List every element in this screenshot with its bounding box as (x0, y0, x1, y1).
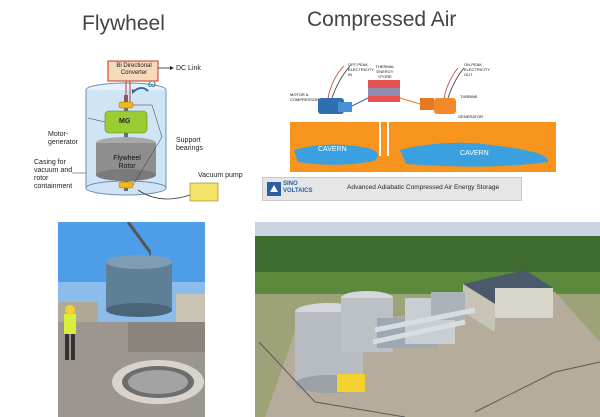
turbine-label: TURBINE (460, 94, 478, 99)
generator-label: GENERATOR (458, 114, 483, 119)
logo-line1: SINO (283, 181, 298, 187)
caes-diagram-graphic (290, 65, 556, 172)
off-peak-label: OFF-PEAK ELECTRICITY IN (348, 62, 374, 77)
flywheel-rotor-label: Flywheel Rotor (113, 155, 141, 170)
sinovoltaics-logo-icon (267, 182, 281, 196)
flywheel-diagram-graphic (72, 60, 219, 202)
mg-label: MG (119, 118, 131, 125)
casing-label: Casing for vacuum and rotor containment (34, 159, 73, 190)
logo-line2: VOLTAICS (283, 188, 313, 194)
support-bearings-label: Support bearings (176, 137, 203, 152)
caes-plant-photo (255, 222, 600, 417)
banner-text: Advanced Adiabatic Compressed Air Energy… (347, 184, 500, 191)
compressed-air-title: Compressed Air (307, 8, 457, 31)
flywheel-photo-graphic (58, 222, 205, 417)
cavern-right-label: CAVERN (460, 150, 489, 157)
flywheel-diagram: Bi Directional Converter DC Link ω MG Mo… (30, 55, 250, 215)
omega-label: ω (148, 79, 156, 90)
on-peak-label: ON-PEAK ELECTRICITY OUT (464, 62, 490, 77)
motor-generator-label: Motor-generator (48, 131, 78, 146)
motor-compressor-label: MOTOR & COMPRESSOR (290, 92, 319, 102)
caes-plant-graphic (255, 222, 600, 417)
vacuum-pump-label: Vacuum pump (198, 172, 243, 179)
cavern-left-label: CAVERN (318, 146, 347, 153)
caes-diagram: OFF-PEAK ELECTRICITY IN THERMAL ENERGY S… (288, 58, 560, 200)
flywheel-installation-photo (58, 222, 205, 417)
converter-label: Bi Directional Converter (116, 63, 152, 76)
dc-link-label: DC Link (176, 65, 201, 72)
caes-banner: SINO VOLTAICS Advanced Adiabatic Compres… (262, 177, 522, 201)
flywheel-title: Flywheel (82, 12, 165, 35)
thermal-store-label: THERMAL ENERGY STORE (375, 64, 395, 79)
